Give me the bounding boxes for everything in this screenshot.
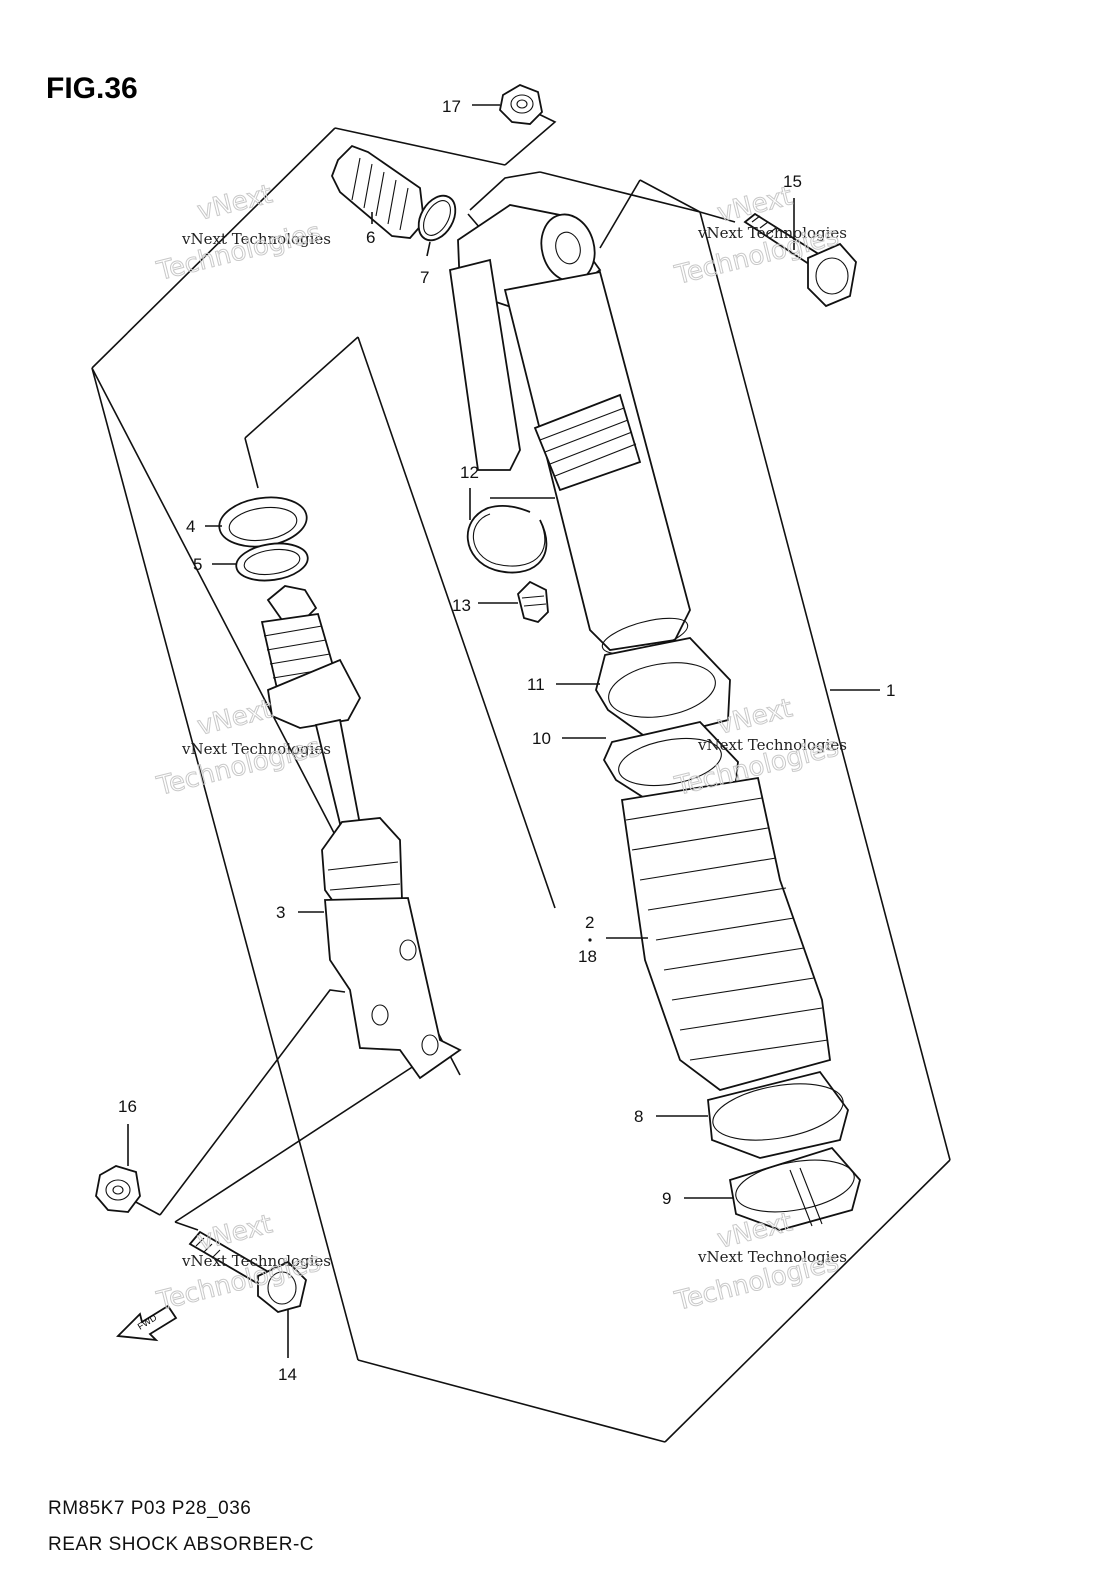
part-17-nut[interactable] [499, 84, 543, 125]
watermark-top-left: vNext vNext Technologies Technologies [153, 179, 331, 288]
callout-10[interactable]: 10 [532, 729, 551, 748]
callout-labels: 17 15 6 7 12 13 4 5 11 1 10 3 2 18 8 16 … [118, 97, 895, 1384]
part-13-valve-cap[interactable] [517, 580, 549, 624]
part-8-spring-seat[interactable] [707, 1070, 849, 1159]
watermark-bottom-left: vNext vNext Technologies Technologies [153, 1209, 331, 1318]
callout-14[interactable]: 14 [278, 1365, 297, 1384]
watermark-mid-right: vNext vNext Technologies Technologies [671, 693, 847, 803]
callout-5[interactable]: 5 [193, 555, 202, 574]
watermark-line1: vNext Technologies [181, 230, 331, 248]
fwd-arrow-icon: FWD [116, 1304, 178, 1342]
watermark-bottom-right: vNext vNext Technologies Technologies [671, 1207, 847, 1318]
callout-1[interactable]: 1 [886, 681, 895, 700]
part-5-ring[interactable] [234, 539, 310, 585]
part-9-stopper[interactable] [728, 1146, 861, 1231]
part-6-bump-rubber[interactable] [331, 144, 425, 239]
part-7-o-ring[interactable] [411, 189, 463, 247]
callout-15[interactable]: 15 [783, 172, 802, 191]
part-16-nut[interactable] [95, 1165, 141, 1213]
callout-16[interactable]: 16 [118, 1097, 137, 1116]
callout-11[interactable]: 11 [527, 675, 545, 694]
callout-7[interactable]: 7 [420, 268, 429, 287]
callout-4[interactable]: 4 [186, 517, 195, 536]
callout-2[interactable]: 2 [585, 913, 594, 932]
watermark-line1: vNext Technologies [697, 736, 847, 754]
part-14-bolt[interactable] [188, 1230, 307, 1313]
callout-6[interactable]: 6 [366, 228, 375, 247]
part-12-circlip[interactable] [466, 505, 548, 574]
callout-12[interactable]: 12 [460, 463, 479, 482]
watermark-line1: vNext Technologies [697, 1248, 847, 1266]
callout-3[interactable]: 3 [276, 903, 285, 922]
part-15-bolt[interactable] [743, 212, 857, 308]
watermark-line1: vNext Technologies [697, 224, 847, 242]
watermark-small: vNext [194, 694, 275, 741]
watermark-line2: Technologies [153, 217, 323, 287]
part-2-spring[interactable] [620, 776, 831, 1091]
part-3-damper-rod[interactable] [260, 585, 462, 1080]
part-11-locknut[interactable] [595, 637, 731, 741]
callout-18[interactable]: 18 [578, 947, 597, 966]
part-1-shock-body[interactable] [448, 204, 691, 661]
watermark-line1: vNext Technologies [181, 1252, 331, 1270]
figure-label: FIG.36 [46, 72, 138, 105]
callout-9[interactable]: 9 [662, 1189, 671, 1208]
watermark-small: vNext [194, 1209, 275, 1256]
watermark-small: vNext [194, 179, 275, 226]
assembly-outline [91, 127, 951, 1443]
callout-8[interactable]: 8 [634, 1107, 643, 1126]
watermark-line1: vNext Technologies [181, 740, 331, 758]
callout-leaders [127, 104, 880, 1358]
callout-17[interactable]: 17 [442, 97, 461, 116]
diagram-code: RM85K7 P03 P28_036 [48, 1498, 251, 1519]
callout-13[interactable]: 13 [452, 596, 471, 615]
part-4-ring[interactable] [216, 492, 310, 552]
diagram-title: REAR SHOCK ABSORBER-C [48, 1534, 314, 1555]
